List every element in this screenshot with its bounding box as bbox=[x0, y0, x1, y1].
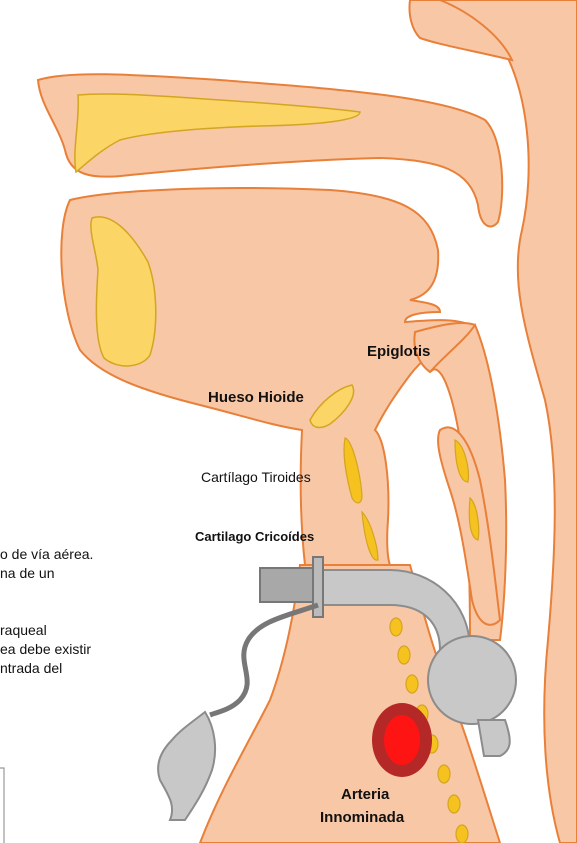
label-hyoid-bone: Hueso Hioide bbox=[208, 389, 304, 406]
side-text-line-5: ea debe existir bbox=[0, 640, 91, 659]
label-thyroid-cartilage: Cartílago Tiroides bbox=[201, 469, 311, 485]
tube-flange-plate bbox=[260, 568, 315, 602]
side-text-line-4: raqueal bbox=[0, 621, 47, 640]
tube-tip bbox=[478, 720, 510, 756]
side-text-line-6: ntrada del bbox=[0, 659, 62, 678]
label-cricoid-cartilage: Cartilago Cricoídes bbox=[195, 529, 314, 544]
label-epiglottis: Epiglotis bbox=[367, 343, 430, 360]
artery-inner bbox=[384, 715, 420, 765]
side-text-line-2: na de un bbox=[0, 564, 55, 583]
frame-edge bbox=[0, 768, 4, 843]
pilot-balloon bbox=[158, 712, 215, 820]
label-artery-line2: Innominada bbox=[320, 809, 404, 826]
label-artery-line1: Arteria bbox=[341, 786, 389, 803]
side-text-line-1: o de vía aérea. bbox=[0, 545, 93, 564]
tube-cuff bbox=[428, 636, 516, 724]
